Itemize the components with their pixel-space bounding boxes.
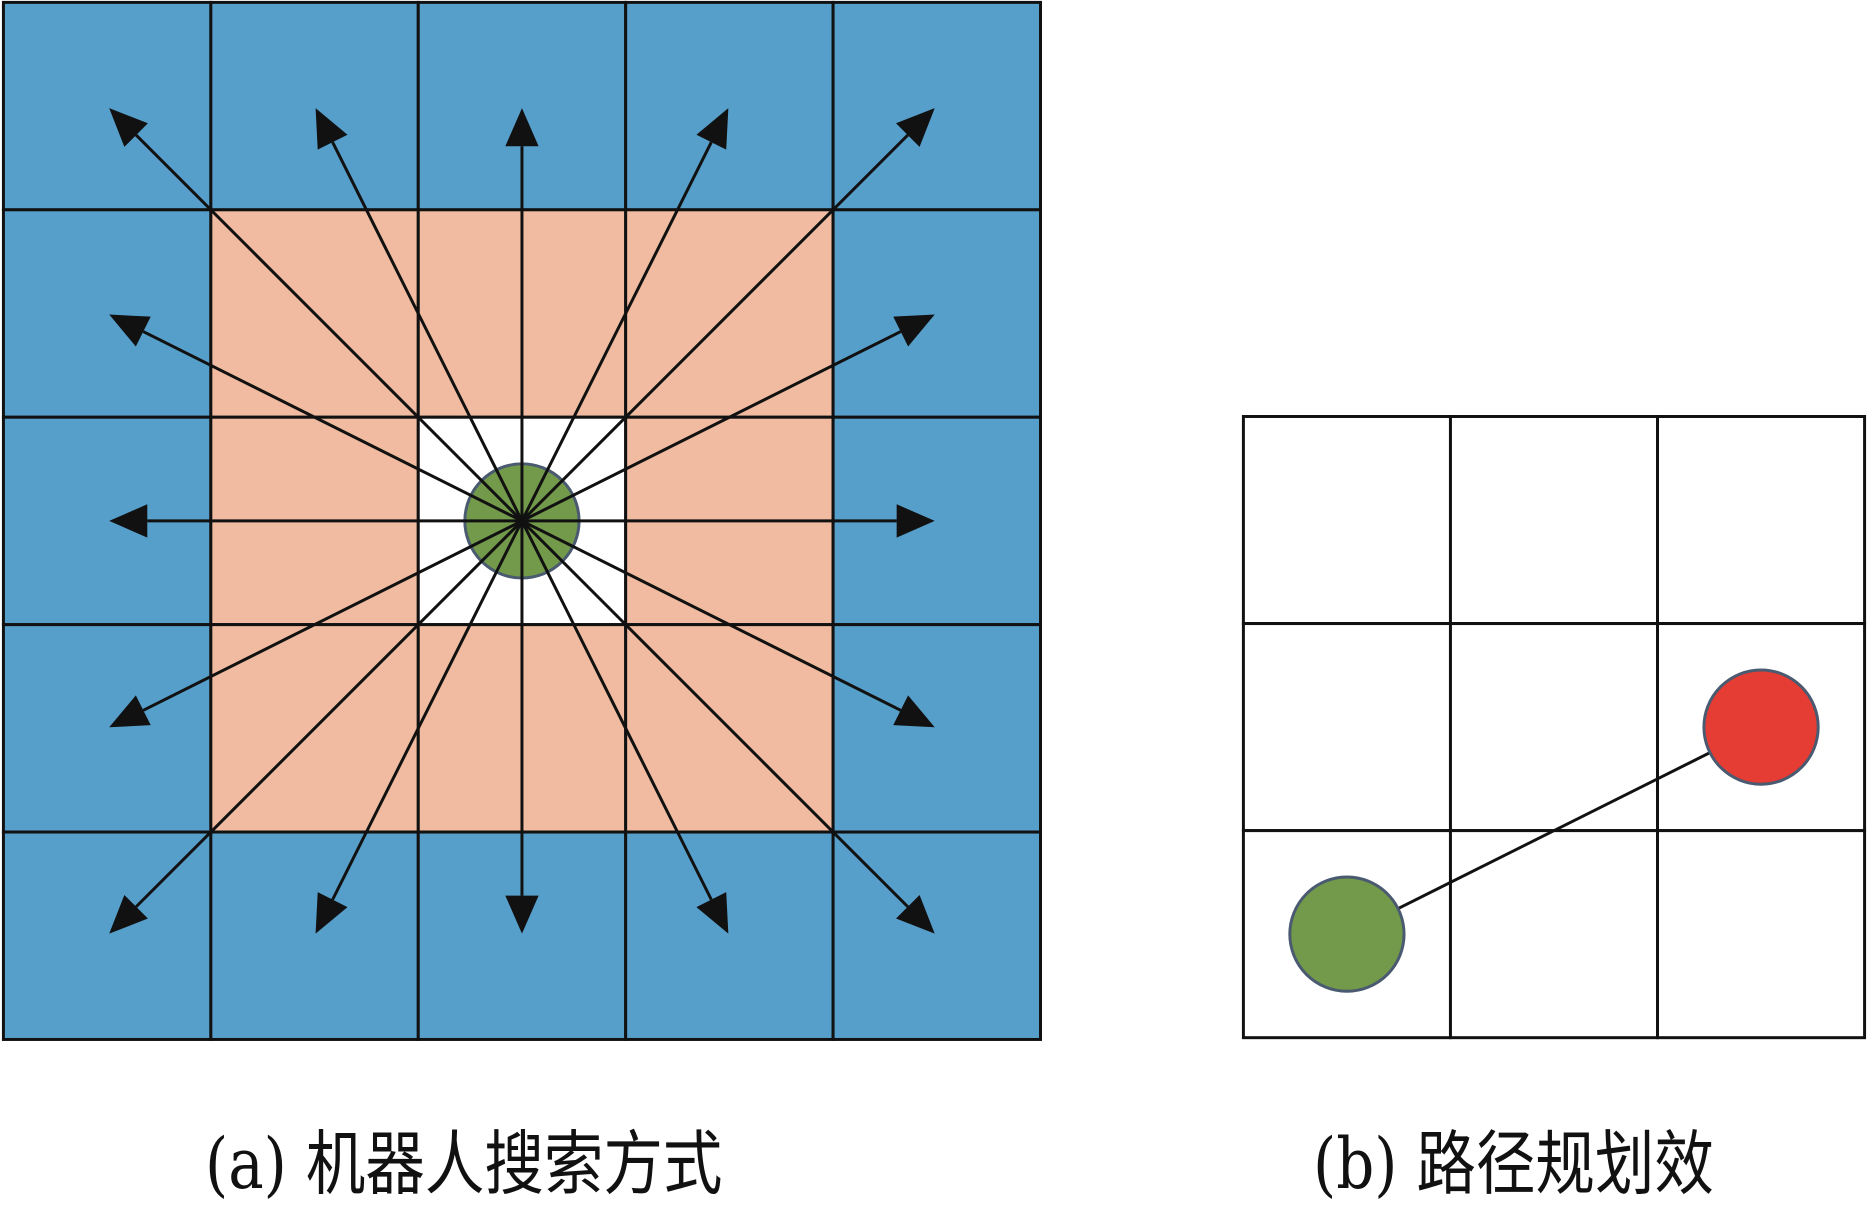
grid-cell <box>1 208 213 419</box>
grid-cell <box>1448 829 1660 1040</box>
goal-point-icon <box>1702 668 1820 786</box>
grid-cell <box>1656 829 1867 1040</box>
search-direction-line <box>520 519 909 908</box>
arrowhead-icon <box>315 892 348 934</box>
search-direction-line <box>135 134 524 522</box>
start-point-icon <box>1288 875 1406 993</box>
grid-cell <box>1241 622 1452 833</box>
arrowhead-icon <box>696 108 729 150</box>
arrowhead-icon <box>896 108 935 147</box>
search-direction-line <box>135 519 524 908</box>
arrowhead-icon <box>109 504 148 538</box>
arrowhead-icon <box>893 314 935 347</box>
arrowhead-icon <box>896 504 935 538</box>
arrowhead-icon <box>109 108 148 147</box>
path-planning-panel <box>1241 415 1867 1040</box>
search-direction-line <box>331 141 524 522</box>
search-direction-line <box>331 520 524 901</box>
arrowhead-icon <box>696 892 729 934</box>
grid-cell <box>624 830 835 1041</box>
search-direction-line <box>142 330 523 523</box>
arrowhead-icon <box>505 108 539 147</box>
search-direction-line <box>520 141 713 522</box>
arrowhead-icon <box>893 695 935 728</box>
search-direction-line <box>520 134 909 522</box>
grid-cell <box>1 623 213 834</box>
grid-cell <box>624 0 835 212</box>
grid-cell <box>209 0 420 212</box>
grid-cell <box>209 830 420 1041</box>
caption-a: (a) 机器人搜索方式 <box>205 1123 723 1205</box>
grid-cell <box>831 208 1042 419</box>
search-direction-line <box>521 330 902 523</box>
arrowhead-icon <box>315 108 348 150</box>
search-direction-line <box>520 520 713 901</box>
arrowhead-icon <box>896 894 935 934</box>
arrowhead-icon <box>505 895 539 934</box>
grid-cell <box>1448 622 1660 833</box>
path-line <box>1346 725 1762 936</box>
caption-b: (b) 路径规划效 <box>1313 1123 1714 1205</box>
grid-cell <box>831 623 1042 834</box>
arrowhead-icon <box>109 894 148 934</box>
arrowhead-icon <box>109 314 151 347</box>
arrowhead-icon <box>109 695 151 728</box>
search-grid-panel <box>1 0 1042 1041</box>
search-direction-line <box>142 519 523 712</box>
grid-cell <box>1241 415 1452 626</box>
grid-cell <box>1656 415 1867 626</box>
search-direction-line <box>521 519 902 712</box>
grid-cell <box>1448 415 1660 626</box>
